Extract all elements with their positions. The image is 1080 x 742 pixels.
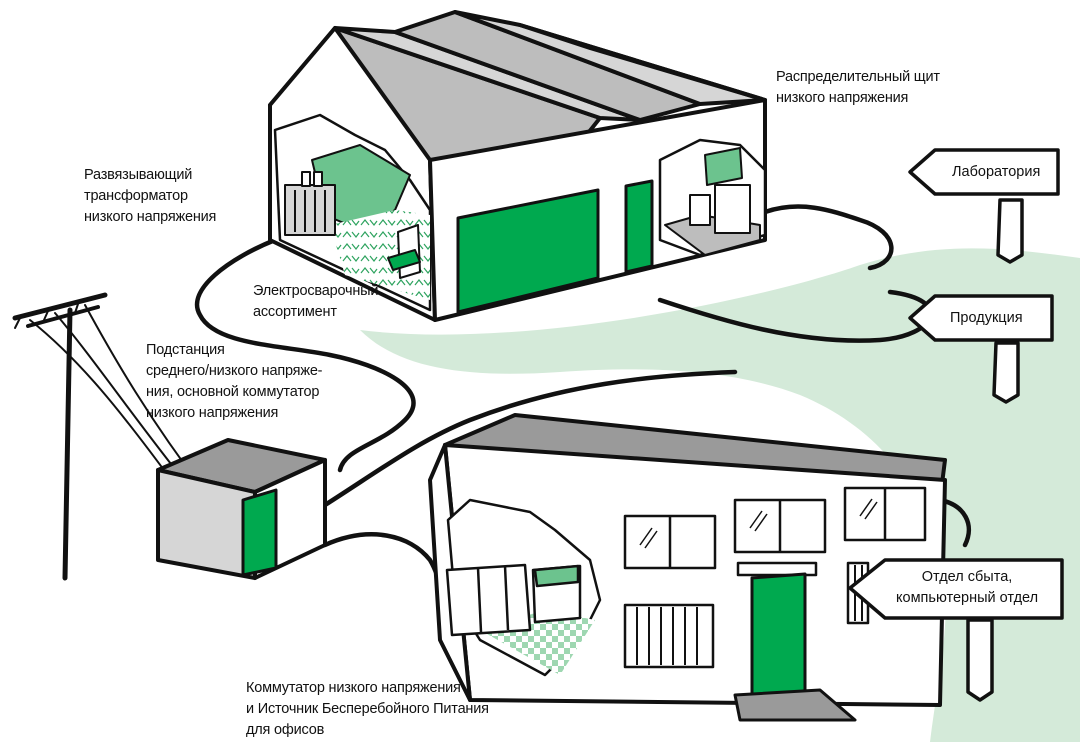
label-line: Коммутатор низкого напряжения: [246, 680, 461, 696]
label-line: трансформатор: [84, 188, 188, 204]
label-line: для офисов: [246, 722, 325, 738]
sign-label-production: Продукция: [950, 310, 1023, 326]
factory-main-door: [456, 188, 600, 314]
cable-factory-to-substation: [194, 237, 416, 473]
sign-laboratory: [908, 148, 1060, 264]
cable-factory-to-lab: [762, 204, 894, 271]
label-lv-switchboard: Распределительный щит низкого напряжения: [776, 67, 940, 109]
office-door: [750, 572, 807, 697]
label-line: среднего/низкого напряже-: [146, 363, 323, 379]
label-welding: Электросварочный ассортимент: [253, 281, 378, 323]
factory-side-door: [624, 179, 654, 274]
label-line: низкого напряжения: [84, 209, 217, 225]
office-windows: [623, 486, 927, 669]
cable-main-to-office: [322, 369, 738, 508]
transformer-unit: [284, 171, 336, 236]
sign-label-laboratory: Лаборатория: [952, 164, 1041, 180]
label-isolating-transformer: Развязывающий трансформатор низкого напр…: [84, 165, 216, 228]
sign-line: Отдел сбыта,: [921, 569, 1013, 585]
factory-building: [268, 10, 767, 322]
label-office-switchboard: Коммутатор низкого напряжения и Источник…: [246, 678, 489, 741]
label-line: Электросварочный: [253, 283, 379, 299]
label-line: низкого напряжения: [146, 405, 279, 421]
ups-cabinets: [445, 563, 582, 637]
label-line: и Источник Бесперебойного Питания: [246, 701, 489, 717]
label-line: низкого напряжения: [776, 90, 909, 106]
label-line: Развязывающий: [84, 167, 193, 183]
sign-line: компьютерный отдел: [896, 590, 1039, 606]
sign-label-sales: Отдел сбыта, компьютерный отдел: [896, 567, 1038, 609]
label-line: ния, основной коммутатор: [146, 384, 320, 400]
label-line: ассортимент: [253, 304, 337, 320]
ground-path: [360, 248, 1080, 742]
welding-unit: [387, 224, 421, 279]
label-line: Распределительный щит: [776, 69, 940, 85]
office-steps: [733, 688, 857, 722]
office-building: [428, 413, 947, 722]
sign-sales: [848, 558, 1064, 702]
substation-building: [156, 438, 327, 580]
lv-switchboard-panel: [704, 147, 743, 186]
sign-production: [908, 294, 1054, 404]
substation-door: [241, 488, 278, 577]
label-line: Подстанция: [146, 342, 225, 358]
label-substation: Подстанция среднего/низкого напряже- ния…: [146, 340, 323, 424]
